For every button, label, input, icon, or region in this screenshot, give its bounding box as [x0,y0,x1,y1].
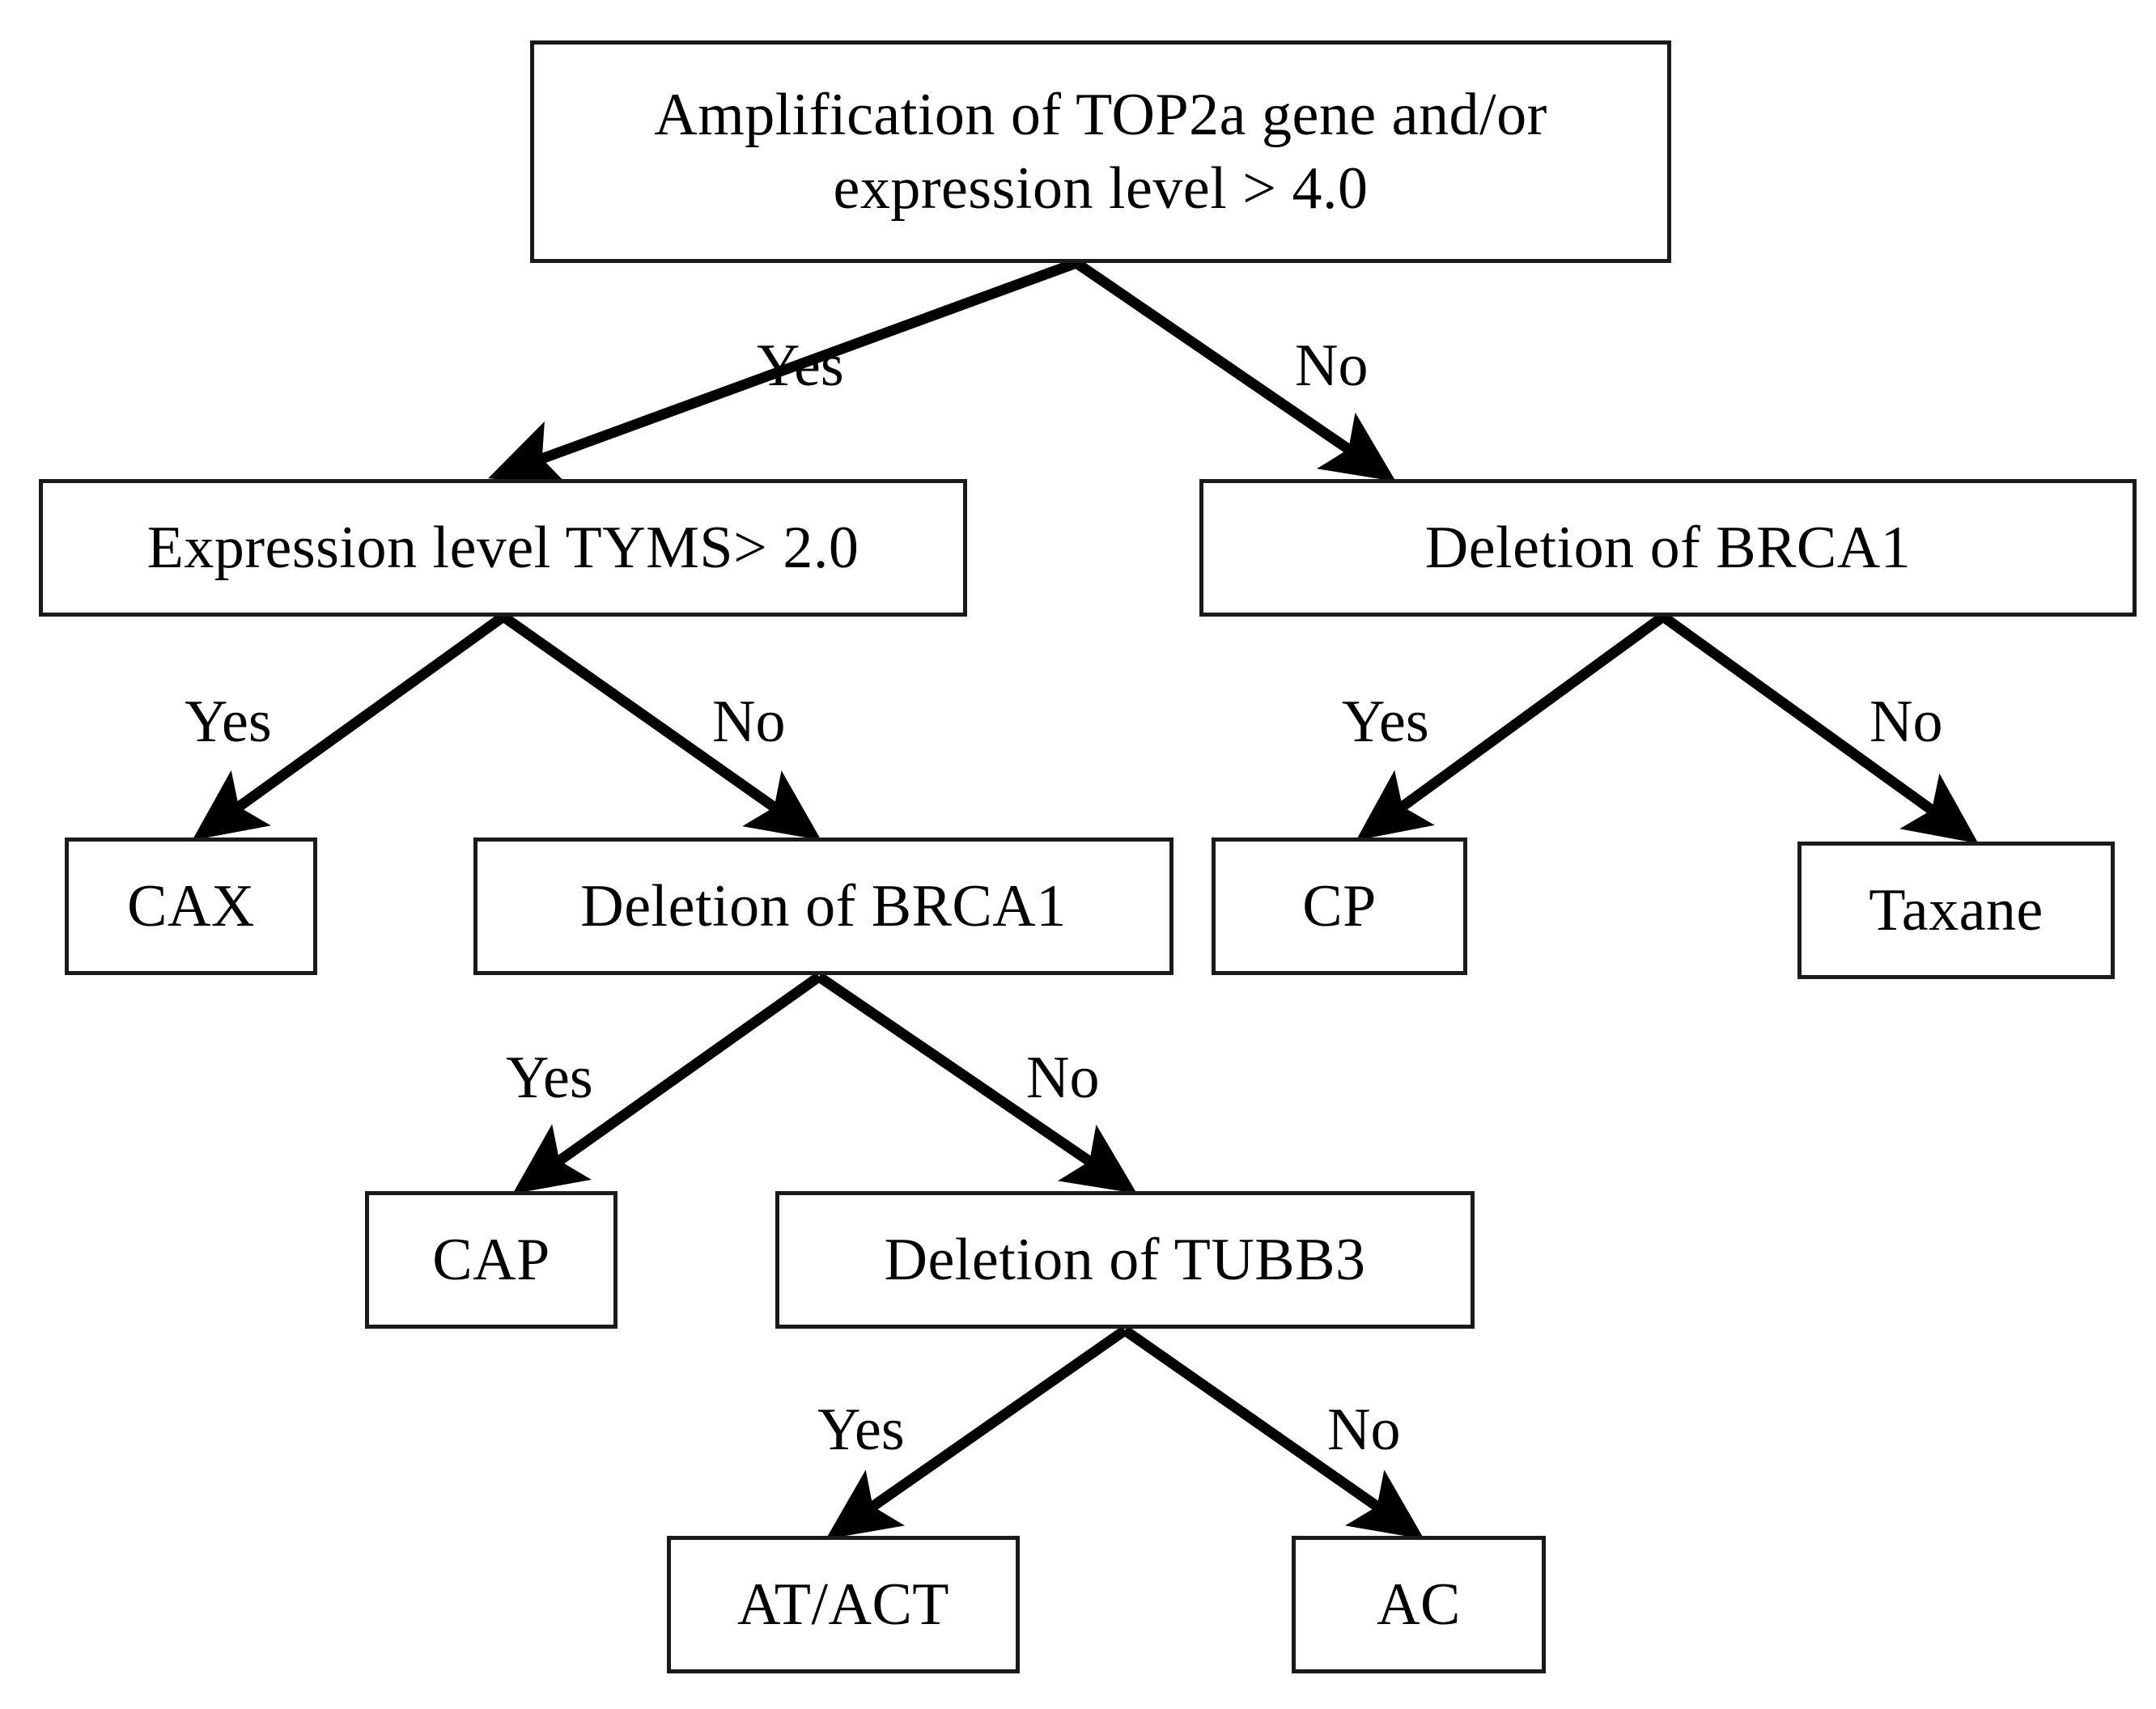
edge-e2 [1073,258,1396,482]
edge-label-tubb3-yes: Yes [817,1397,905,1463]
edge-e9 [825,1325,1128,1540]
edge-label-brca1-left-no: No [1026,1045,1100,1111]
node-root-amplification-top2a[interactable]: Amplification of TOP2a gene and/or expre… [530,40,1671,263]
edge-e3 [192,612,507,841]
edge-label-tubb3-no: No [1327,1397,1401,1463]
node-outcome-cap[interactable]: CAP [365,1191,618,1329]
edge-label-brca1-right-no: No [1870,689,1943,755]
node-expression-level-tyms[interactable]: Expression level TYMS> 2.0 [39,479,967,617]
edge-label-brca1-left-yes: Yes [506,1045,593,1111]
edge-label-root-no: No [1295,333,1369,399]
edge-e4 [500,612,821,841]
edge-label-tyms-yes: Yes [185,689,272,755]
edge-label-root-yes: Yes [757,333,844,399]
edge-e10 [1122,1325,1424,1540]
node-outcome-at-act[interactable]: AT/ACT [667,1536,1020,1673]
edge-label-brca1-right-yes: Yes [1342,689,1429,755]
edge-e6 [1660,612,1979,844]
edge-label-tyms-no: No [712,689,786,755]
edge-e7 [512,972,822,1194]
node-outcome-cp[interactable]: CP [1212,838,1467,975]
node-deletion-brca1-right[interactable]: Deletion of BRCA1 [1199,479,2137,617]
node-deletion-tubb3[interactable]: Deletion of TUBB3 [775,1191,1475,1329]
node-outcome-taxane[interactable]: Taxane [1797,842,2115,979]
edge-e8 [816,972,1137,1194]
edge-e5 [1356,612,1666,841]
edge-e1 [488,257,1079,486]
node-deletion-brca1-left[interactable]: Deletion of BRCA1 [473,838,1173,975]
node-outcome-cax[interactable]: CAX [65,838,317,975]
node-outcome-ac[interactable]: AC [1292,1536,1546,1673]
